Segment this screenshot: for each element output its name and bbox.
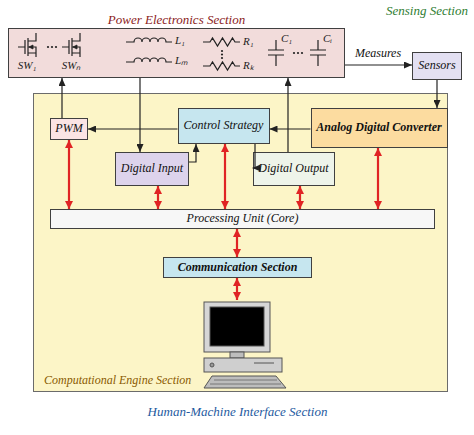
pwm-box: PWM — [50, 118, 88, 140]
section-heading: Computational Engine Section — [44, 374, 191, 388]
box-label: Digital Output — [258, 162, 330, 176]
monitor-screen — [210, 307, 264, 346]
data-bus-arrow — [299, 186, 301, 209]
output-box: Digital Output — [253, 152, 335, 186]
power-button — [210, 363, 214, 367]
box-label: Sensors — [417, 59, 457, 73]
keyboard — [204, 376, 286, 388]
power-section: Power Electronics Section — [8, 12, 345, 78]
signal-arrow — [61, 78, 62, 118]
data-bus-arrow — [68, 140, 70, 209]
box-label: Analog Digital Converter — [316, 121, 443, 135]
box-label: Digital Input — [120, 162, 184, 176]
box-label: PWM — [55, 122, 83, 136]
signal-arrow — [287, 78, 288, 152]
processor-bar: Processing Unit (Core) — [50, 209, 435, 229]
ellipsis-dot — [221, 53, 223, 55]
box-label: Control Strategy — [183, 119, 265, 133]
data-bus-arrow — [377, 148, 379, 209]
ellipsis-dot — [301, 52, 303, 54]
computer-base — [204, 358, 282, 372]
converter-box: Analog Digital Converter — [311, 108, 448, 148]
signal-arrow — [139, 78, 140, 152]
signal-arrow — [270, 128, 311, 129]
ellipsis-dot — [51, 46, 53, 48]
keyboard-keys — [210, 380, 281, 384]
box-label: Processing Unit (Core) — [55, 212, 430, 226]
ellipsis-dot — [293, 52, 295, 54]
ellipsis-dot — [297, 52, 299, 54]
box-label: Communication Section — [168, 261, 307, 275]
ellipsis-dot — [55, 46, 57, 48]
control-box: Control Strategy — [178, 108, 270, 144]
ellipsis-dot — [221, 57, 223, 59]
sensor-box: Sensors — [412, 52, 462, 80]
data-bus-arrow — [236, 278, 238, 300]
signal-arrow — [436, 80, 437, 108]
monitor-frame — [204, 302, 270, 352]
input-box: Digital Input — [115, 152, 189, 186]
signal-arrow — [345, 64, 412, 65]
drive-slot — [254, 363, 274, 364]
monitor-stand — [230, 352, 244, 358]
data-bus-arrow — [157, 186, 159, 209]
data-bus-arrow — [224, 144, 226, 209]
signal-arrow — [88, 128, 178, 129]
ellipsis-dot — [47, 46, 49, 48]
section-heading: Human-Machine Interface Section — [148, 405, 328, 420]
section-heading: Power Electronics Section — [8, 12, 345, 28]
communication-box: Communication Section — [163, 257, 312, 278]
data-bus-arrow — [236, 229, 238, 257]
ellipsis-dot — [221, 50, 223, 52]
